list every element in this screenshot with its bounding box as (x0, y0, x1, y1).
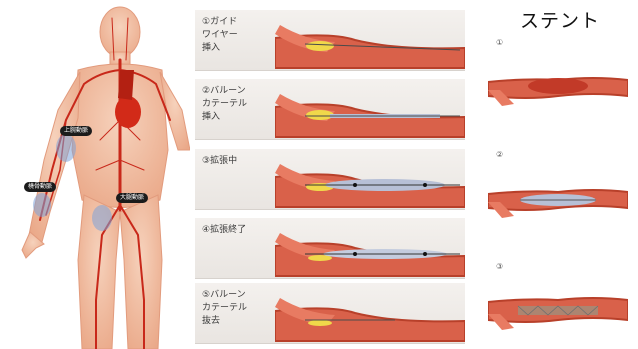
callout-radial-artery: 橈骨動脈 (24, 182, 56, 192)
stent-title: ステント (520, 6, 600, 33)
step-label-5: ⑤バルーン カテーテル 抜去 (202, 289, 268, 328)
upper-arm-highlight (56, 134, 76, 162)
stent-vessel-2 (488, 172, 628, 222)
step-panel-3: ③拡張中 (195, 149, 465, 210)
stent-step-number-3: ③ (496, 262, 503, 271)
human-figure (0, 0, 190, 349)
step-panel-2: ②バルーン カテーテル 挿入 (195, 79, 465, 140)
step-label-2: ②バルーン カテーテル 挿入 (202, 85, 268, 124)
step-label-1: ①ガイド ワイヤー 挿入 (202, 16, 268, 55)
step-panel-4: ④拡張終了 (195, 218, 465, 279)
stent-vessel-3 (488, 284, 628, 334)
callout-brachial-artery: 上腕動脈 (60, 126, 92, 136)
wrist-highlight (33, 193, 51, 217)
stent-step-number-1: ① (496, 38, 503, 47)
step-label-3: ③拡張中 (202, 155, 268, 168)
vessel-illustration-1 (275, 10, 465, 70)
step-panel-5: ⑤バルーン カテーテル 抜去 (195, 283, 465, 344)
stent-step-number-2: ② (496, 150, 503, 159)
thigh-highlight (92, 205, 112, 231)
stent-vessel-1 (488, 60, 628, 110)
vessel-illustration-2 (275, 79, 465, 139)
body-silhouette (22, 7, 190, 349)
step-label-4: ④拡張終了 (202, 224, 268, 237)
vessel-illustration-4 (275, 218, 465, 278)
vessel-illustration-5 (275, 283, 465, 343)
vessel-illustration-3 (275, 149, 465, 209)
step-panel-1: ①ガイド ワイヤー 挿入 (195, 10, 465, 71)
callout-femoral-artery: 大腿動脈 (116, 193, 148, 203)
